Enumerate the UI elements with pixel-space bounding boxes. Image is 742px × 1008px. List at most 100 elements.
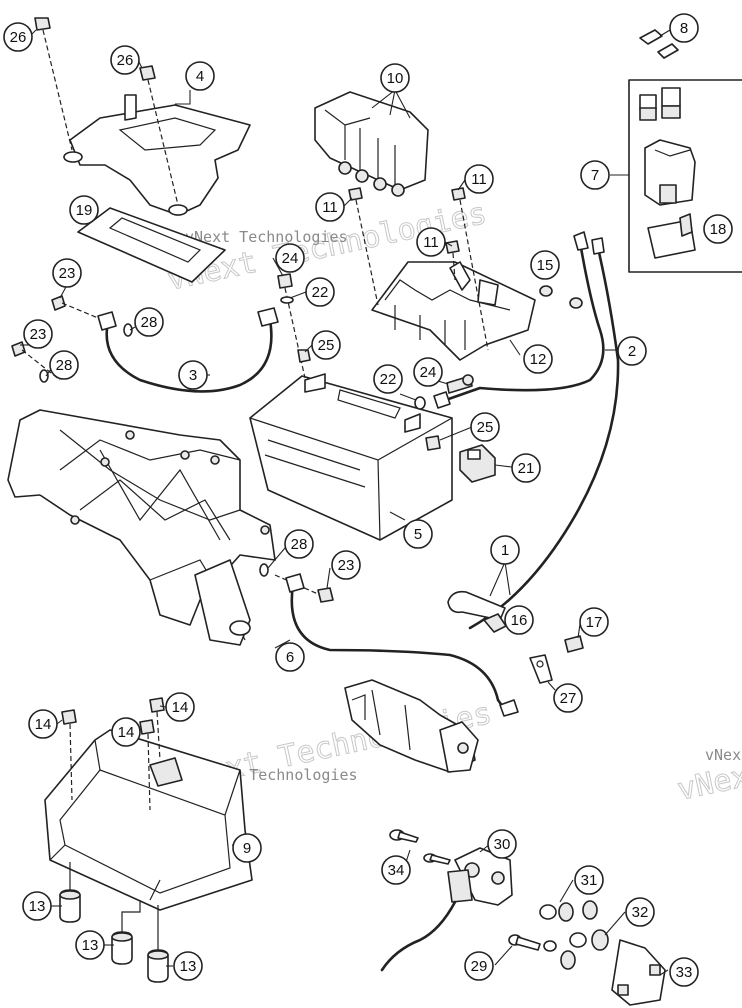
bracket-33 [611,939,666,1006]
ground-cable-3 [97,307,279,393]
callout-34: 34 [381,855,411,885]
nut-15 [539,285,583,309]
svg-text:25: 25 [318,337,335,354]
svg-text:5: 5 [414,526,422,543]
callout-25: 25 [470,412,500,442]
callout-11: 11 [315,192,345,222]
bolt-23-frame [274,574,334,603]
bolt-14-right [149,697,165,761]
watermark: vNext Technologies [705,746,742,764]
callouts: 26 26 4 10 8 7 18 19 11 11 11 15 23 24 2… [3,13,733,987]
battery-tray [44,729,253,911]
callout-10: 10 [380,63,410,93]
callout-14: 14 [28,709,58,739]
callout-25: 25 [311,330,341,360]
bolt-11-left [348,187,379,306]
svg-text:22: 22 [312,284,329,301]
svg-text:3: 3 [189,367,197,384]
callout-28: 28 [284,529,314,559]
svg-text:34: 34 [388,862,405,879]
callout-27: 27 [553,683,583,713]
callout-26: 26 [3,22,33,52]
starter-cable-6 [285,573,519,717]
svg-text:11: 11 [471,171,487,188]
svg-text:21: 21 [518,460,535,477]
washer-28-frame [259,563,269,577]
callout-16: 16 [504,605,534,635]
grommet-32 [569,929,609,951]
svg-text:14: 14 [172,699,189,716]
battery-bracket-cover [371,261,536,361]
svg-text:23: 23 [30,326,47,343]
svg-text:8: 8 [680,20,688,37]
svg-text:4: 4 [196,68,204,85]
bolt-14-middle [139,719,155,811]
svg-text:22: 22 [380,371,397,388]
svg-text:15: 15 [537,257,554,274]
svg-text:1: 1 [501,542,509,559]
callout-32: 32 [625,897,655,927]
washer-34 [423,853,451,865]
callout-11: 11 [416,227,446,257]
rubber-pad [77,207,226,283]
fuses [639,29,679,59]
subframe [7,409,276,646]
callout-24: 24 [275,243,305,273]
callout-19: 19 [69,195,99,225]
washer-22-side [414,396,426,410]
callout-1: 1 [490,535,520,565]
callout-28: 28 [49,350,79,380]
callout-23: 23 [23,319,53,349]
svg-text:11: 11 [423,234,439,251]
svg-text:11: 11 [322,199,338,216]
svg-text:32: 32 [632,904,649,921]
bolt-26-middle [139,65,179,206]
callout-8: 8 [669,13,699,43]
bolt-24-top [277,273,306,379]
bolt-29 [508,934,576,970]
callout-11: 11 [464,164,494,194]
callout-14: 14 [111,717,141,747]
svg-text:18: 18 [710,221,727,238]
callout-4: 4 [185,61,215,91]
callout-7: 7 [580,160,610,190]
bolt-17 [564,635,584,653]
svg-text:26: 26 [117,52,134,69]
callout-30: 30 [487,829,517,859]
battery [249,373,453,541]
sensor-30 [380,847,513,972]
rubber-foot-13-right [147,905,169,983]
svg-text:13: 13 [82,937,99,954]
svg-text:28: 28 [141,314,158,331]
callout-13: 13 [75,930,105,960]
svg-text:9: 9 [243,840,251,857]
bolt-34 [389,829,419,843]
callout-13: 13 [173,951,203,981]
grommet-31 [539,900,598,922]
callout-26: 26 [110,45,140,75]
svg-text:30: 30 [494,836,511,853]
svg-text:12: 12 [530,351,547,368]
callout-13: 13 [22,891,52,921]
callout-14: 14 [165,692,195,722]
fuse-box-kit [628,79,742,273]
rubber-foot-13-middle [111,900,141,965]
callout-6: 6 [275,642,305,672]
washer-28-upper [123,323,133,337]
svg-text:16: 16 [511,612,528,629]
callout-28: 28 [134,307,164,337]
relay-block [314,91,429,197]
battery-holder-plate [63,94,251,216]
svg-text:13: 13 [29,898,46,915]
callout-23: 23 [52,258,82,288]
callout-23: 23 [331,550,361,580]
bolt-14-left [61,709,77,801]
svg-text:24: 24 [420,364,437,381]
callout-18: 18 [703,214,733,244]
svg-text:6: 6 [286,649,294,666]
starter-motor [344,679,479,773]
svg-text:17: 17 [586,614,603,631]
svg-text:19: 19 [76,202,93,219]
callout-31: 31 [574,865,604,895]
